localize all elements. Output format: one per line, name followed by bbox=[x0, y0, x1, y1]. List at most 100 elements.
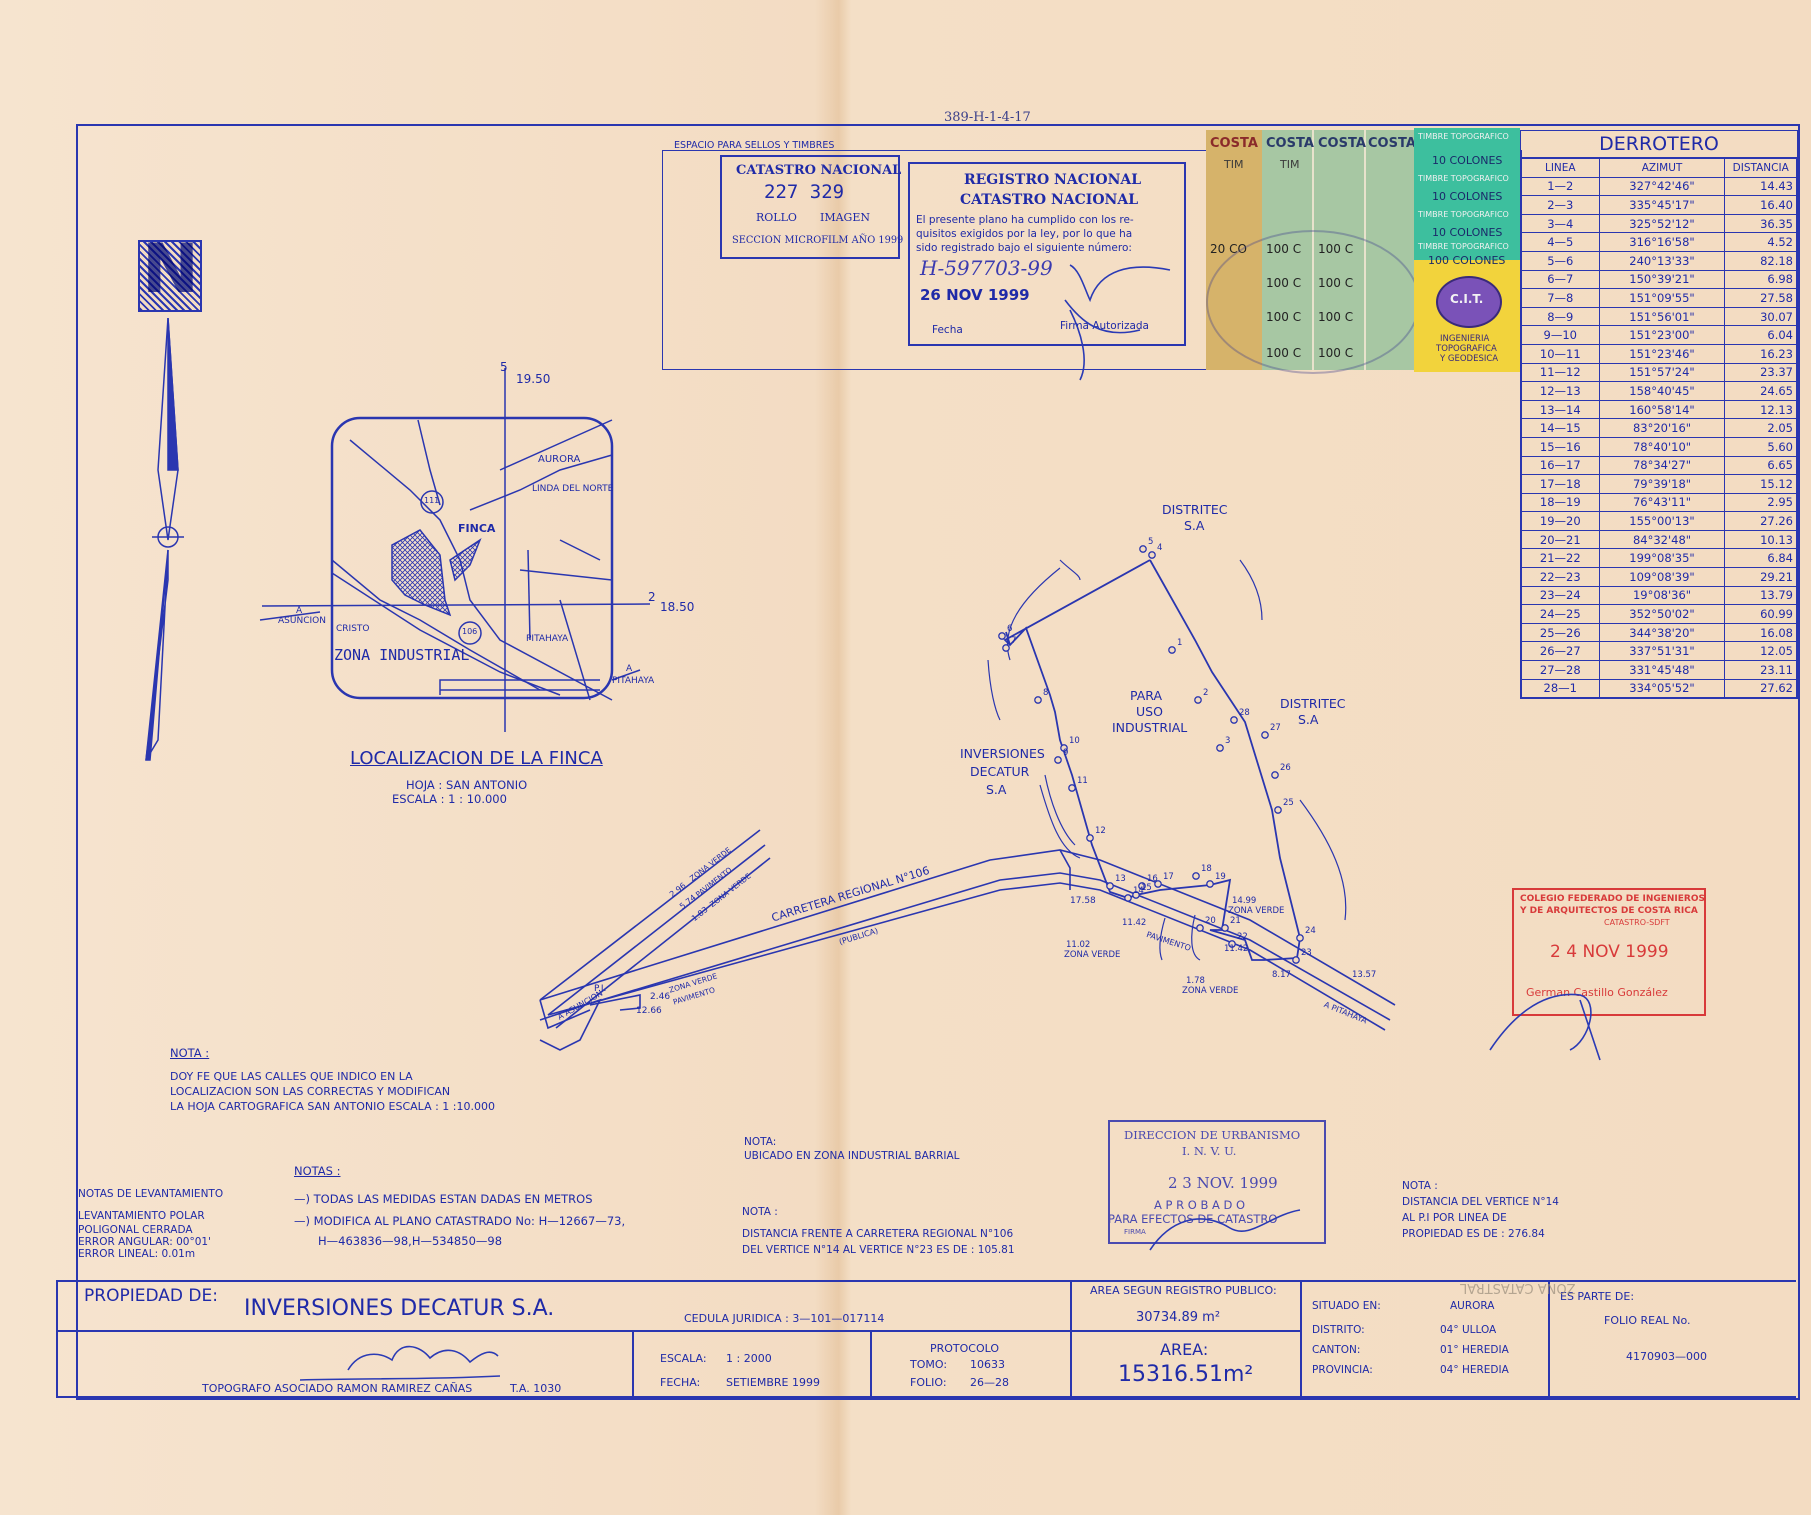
vertex-label: 11 bbox=[1077, 776, 1088, 786]
doc-number: 389-H-1-4-17 bbox=[944, 110, 1031, 125]
vertex-label: 26 bbox=[1280, 763, 1291, 773]
derrotero-cell: 27.26 bbox=[1724, 511, 1797, 531]
derrotero-cell: 19—20 bbox=[1521, 511, 1600, 531]
derrotero-cell: 78°40'10" bbox=[1598, 436, 1726, 457]
derrotero-cell: 29.21 bbox=[1724, 567, 1797, 587]
fiscal-stamps: COSTA COSTA COSTA COSTA TIM TIM 20 CO 10… bbox=[1206, 130, 1420, 374]
colegio-stamp: COLEGIO FEDERADO DE INGENIEROS Y DE ARQU… bbox=[1512, 888, 1706, 1016]
derrotero-cell: 16.23 bbox=[1724, 343, 1797, 364]
derrotero-cell: 19°08'36" bbox=[1598, 585, 1726, 606]
derrotero-cell: 12—13 bbox=[1521, 381, 1600, 401]
vertex-label: 28 bbox=[1239, 708, 1250, 718]
derrotero-cell: 331°45'48" bbox=[1598, 660, 1726, 680]
vertex-label: 1 bbox=[1177, 638, 1183, 648]
derrotero-cell: 6.84 bbox=[1724, 548, 1797, 569]
vertex-label: 5 bbox=[1148, 537, 1154, 547]
derrotero-cell: 151°57'24" bbox=[1598, 362, 1726, 383]
vertex-label: 25 bbox=[1283, 798, 1294, 808]
urbanismo-stamp: DIRECCION DE URBANISMO I. N. V. U. 2 3 N… bbox=[1108, 1120, 1326, 1244]
derrotero-cell: 5.60 bbox=[1724, 436, 1797, 457]
derrotero-cell: 2.05 bbox=[1724, 418, 1797, 438]
derrotero-cell: 14.43 bbox=[1724, 176, 1797, 197]
derrotero-cell: 28—1 bbox=[1521, 678, 1600, 699]
derrotero-cell: 14—15 bbox=[1521, 418, 1600, 438]
derrotero-cell: 26—27 bbox=[1521, 641, 1600, 662]
derrotero-cell: 344°38'20" bbox=[1598, 622, 1726, 643]
derrotero-cell: 337°51'31" bbox=[1598, 641, 1726, 662]
cit-globe-icon bbox=[1436, 276, 1502, 328]
derrotero-cell: 23.37 bbox=[1724, 362, 1797, 383]
derrotero-cell: 30.07 bbox=[1724, 306, 1797, 327]
vertex-label: 23 bbox=[1301, 948, 1312, 958]
derrotero-cell: 27.58 bbox=[1724, 288, 1797, 308]
derrotero-cell: 199°08'35" bbox=[1598, 548, 1726, 569]
vertex-label: 9 bbox=[1063, 748, 1069, 758]
derrotero-cell: 16.40 bbox=[1724, 195, 1797, 215]
derrotero-cell: 27—28 bbox=[1521, 660, 1600, 680]
north-letter: N bbox=[142, 230, 199, 309]
vertex-label: 2 bbox=[1203, 688, 1209, 698]
vertex-label: 18 bbox=[1201, 864, 1212, 874]
derrotero-cell: 27.62 bbox=[1724, 678, 1797, 699]
derrotero-cell: 334°05'52" bbox=[1598, 678, 1726, 699]
derrotero-cell: 109°08'39" bbox=[1598, 567, 1726, 587]
vertex-label: 21 bbox=[1230, 916, 1241, 926]
derrotero-cell: 10.13 bbox=[1724, 529, 1797, 550]
derrotero-cell: 13.79 bbox=[1724, 585, 1797, 606]
vertex-label: 27 bbox=[1270, 723, 1281, 733]
vertex-label: 16 bbox=[1147, 874, 1158, 884]
derrotero-cell: 83°20'16" bbox=[1598, 418, 1726, 438]
vertex-label: 17 bbox=[1163, 872, 1174, 882]
derrotero-cell: 5—6 bbox=[1521, 250, 1600, 271]
derrotero-cell: 6.04 bbox=[1724, 325, 1797, 345]
derrotero-cell: 3—4 bbox=[1521, 213, 1600, 234]
derrotero-cell: 84°32'48" bbox=[1598, 529, 1726, 550]
derrotero-cell: 158°40'45" bbox=[1598, 381, 1726, 401]
derrotero-cell: 155°00'13" bbox=[1598, 511, 1726, 531]
derrotero-cell: 6.98 bbox=[1724, 269, 1797, 290]
derrotero-cell: 9—10 bbox=[1521, 325, 1600, 345]
derrotero-cell: 11—12 bbox=[1521, 362, 1600, 383]
derrotero-title: DERROTERO bbox=[1521, 131, 1797, 158]
derrotero-cell: 10—11 bbox=[1521, 343, 1600, 364]
derrotero-cell: 78°34'27" bbox=[1598, 455, 1726, 476]
derrotero-cell: 150°39'21" bbox=[1598, 269, 1726, 290]
derrotero-cell: 23.11 bbox=[1724, 660, 1797, 680]
vertex-label: 24 bbox=[1305, 926, 1316, 936]
vertex-label: 14 bbox=[1133, 886, 1144, 896]
vertex-label: 13 bbox=[1115, 874, 1126, 884]
vertex-label: 19 bbox=[1215, 872, 1226, 882]
derrotero-cell: 151°23'00" bbox=[1598, 325, 1726, 345]
derrotero-cell: 2—3 bbox=[1521, 195, 1600, 215]
derrotero-cell: 24—25 bbox=[1521, 604, 1600, 624]
title-block bbox=[56, 1280, 1796, 1398]
vertex-label: 10 bbox=[1069, 736, 1080, 746]
derrotero-cell: 23—24 bbox=[1521, 585, 1600, 606]
derrotero-cell: 1—2 bbox=[1521, 176, 1600, 197]
derrotero-cell: 8—9 bbox=[1521, 306, 1600, 327]
derrotero-cell: 7—8 bbox=[1521, 288, 1600, 308]
derrotero-cell: 2.95 bbox=[1724, 492, 1797, 513]
derrotero-cell: 16.08 bbox=[1724, 622, 1797, 643]
derrotero-cell: 18—19 bbox=[1521, 492, 1600, 513]
vertex-label: 20 bbox=[1205, 916, 1216, 926]
derrotero-cell: 36.35 bbox=[1724, 213, 1797, 234]
derrotero-cell: 13—14 bbox=[1521, 399, 1600, 420]
